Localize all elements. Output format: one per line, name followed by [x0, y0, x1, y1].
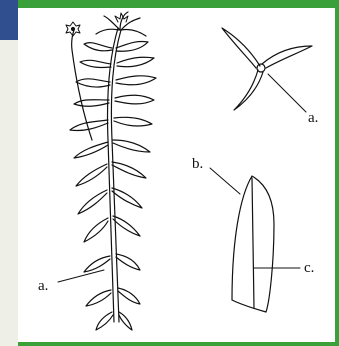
- stem-leader-line: [58, 270, 104, 282]
- top-leaf-cluster: [96, 12, 146, 36]
- single-leaf: [210, 168, 300, 312]
- three-leaf-whorl: [222, 28, 312, 112]
- label-stem-leaf: a.: [38, 278, 48, 294]
- whorl-leader-line: [268, 74, 306, 112]
- margin-leader-line: [210, 168, 240, 194]
- label-whorl-leaf: a.: [308, 110, 318, 126]
- plant-drawing: [66, 12, 156, 330]
- label-leaf-margin: b.: [192, 156, 203, 172]
- label-leaf-midrib: c.: [304, 260, 314, 276]
- leaf-midrib: [252, 178, 254, 308]
- main-stem: [107, 28, 118, 322]
